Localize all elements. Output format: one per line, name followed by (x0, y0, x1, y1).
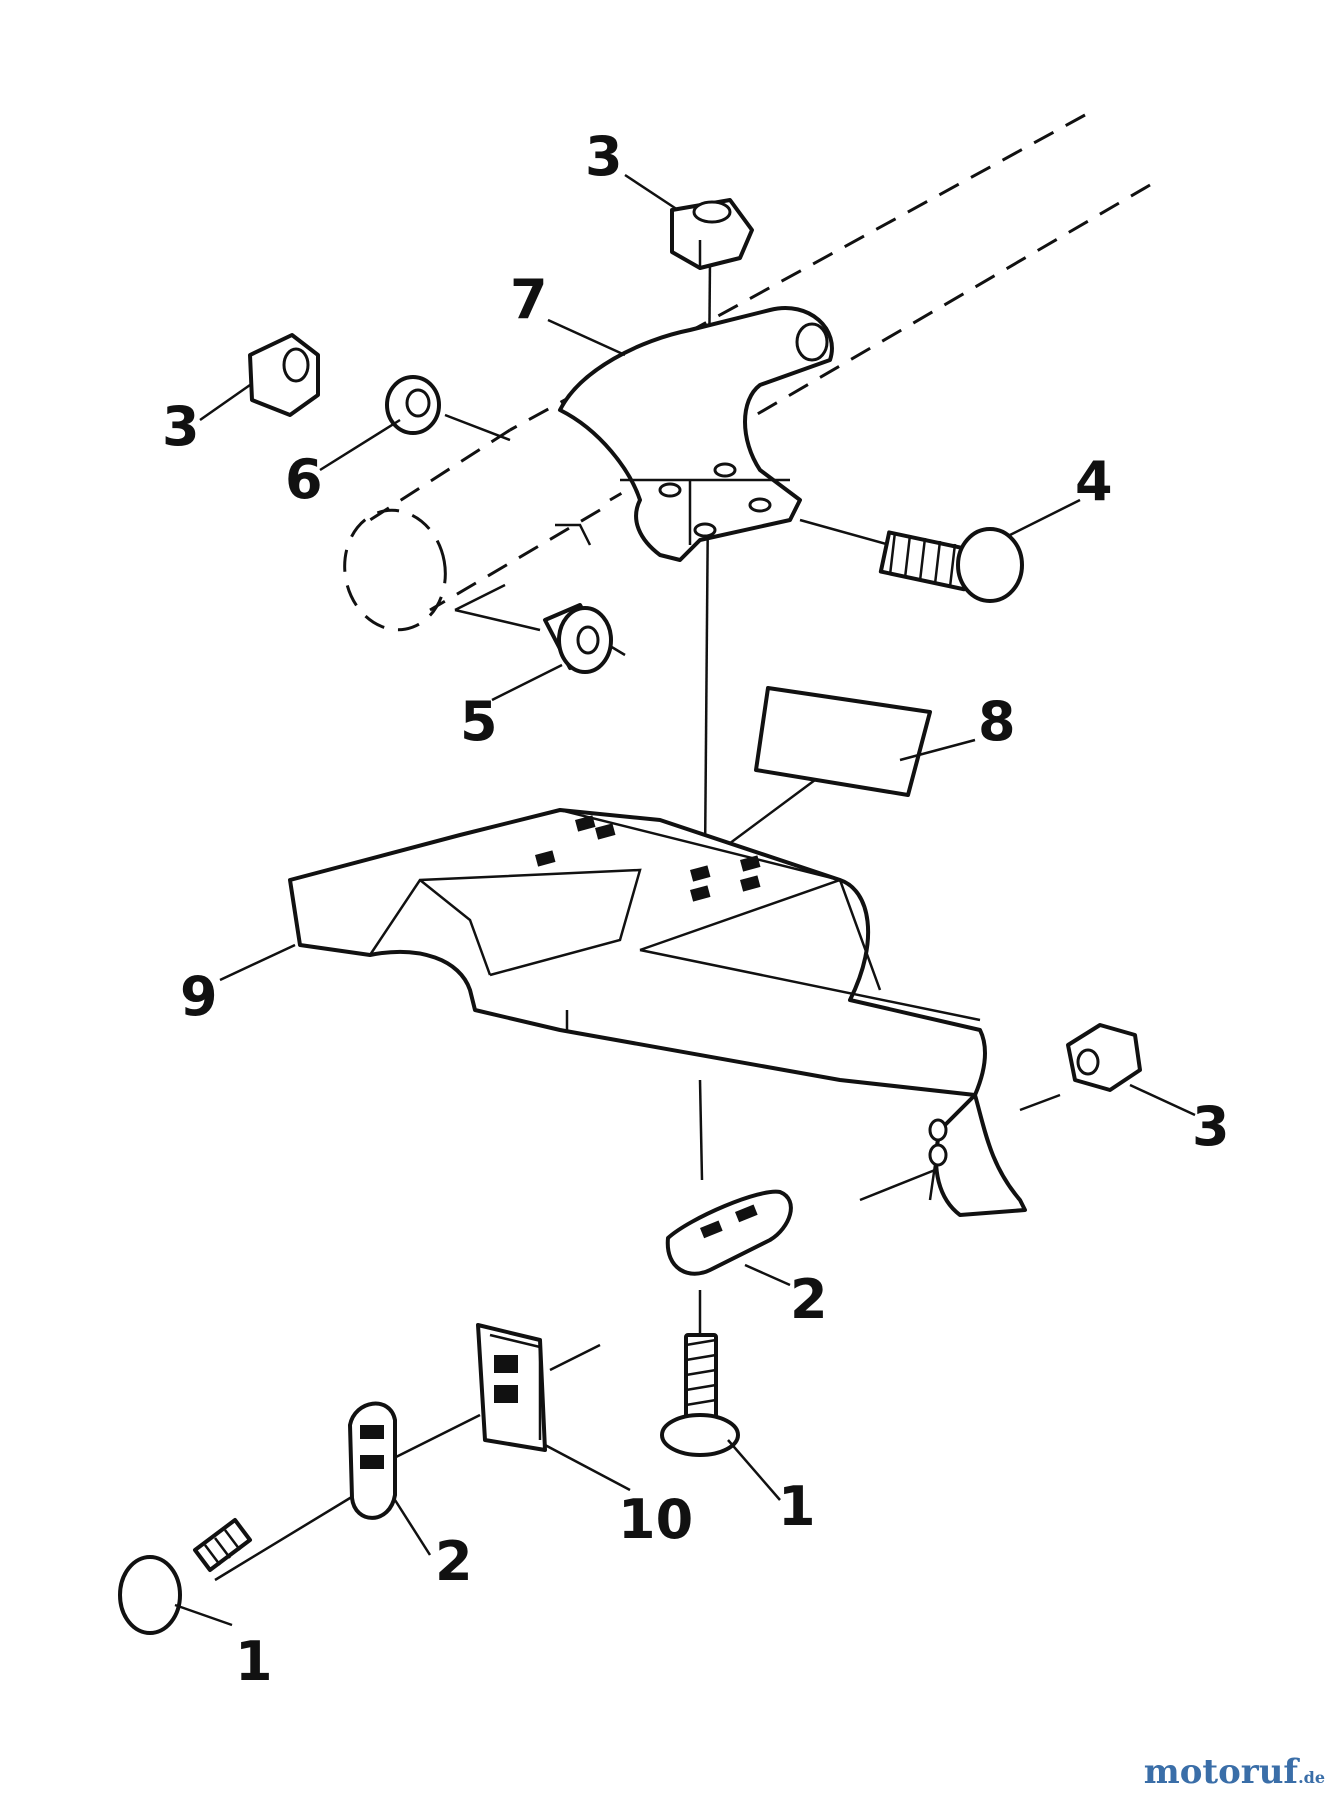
callout-labels: 3 7 3 6 4 5 8 9 3 2 1 10 2 1 (162, 125, 1230, 1693)
callout-7: 7 (510, 268, 548, 331)
hex-nut-left (248, 333, 320, 417)
washer (385, 375, 441, 435)
callout-3-top: 3 (585, 125, 623, 188)
callout-8: 8 (978, 690, 1016, 753)
square-clamp-plate (476, 1323, 547, 1452)
carriage-bolt (878, 527, 1024, 603)
callout-3-right: 3 (1192, 1095, 1230, 1158)
warning-label (754, 686, 932, 797)
clamp-bracket (555, 306, 834, 562)
callout-6: 6 (285, 448, 323, 511)
clamping-plate-lower (348, 1401, 397, 1520)
hex-bolt-vertical (660, 1333, 740, 1457)
hex-nut-right (1066, 1023, 1142, 1092)
clamping-plate-upper (665, 1189, 793, 1276)
watermark-tld: .de (1298, 1768, 1325, 1787)
hex-nut-top (670, 198, 754, 270)
callout-1-left: 1 (235, 1630, 273, 1693)
spacer-sleeve (543, 603, 613, 674)
watermark-logo: motoruf.de (1144, 1752, 1325, 1792)
callout-10: 10 (618, 1488, 693, 1551)
carriage-bolt-lower (118, 1518, 252, 1635)
callout-2-upper: 2 (790, 1268, 828, 1331)
grass-guard (288, 808, 1027, 1217)
watermark-brand: motoruf (1143, 1752, 1299, 1792)
callout-1-right: 1 (778, 1475, 816, 1538)
callout-3-left: 3 (162, 395, 200, 458)
callout-2-lower: 2 (435, 1530, 473, 1593)
callout-5: 5 (460, 690, 498, 753)
callout-9: 9 (180, 965, 218, 1028)
leader-lines (174, 173, 1196, 1627)
callout-4: 4 (1075, 450, 1113, 513)
